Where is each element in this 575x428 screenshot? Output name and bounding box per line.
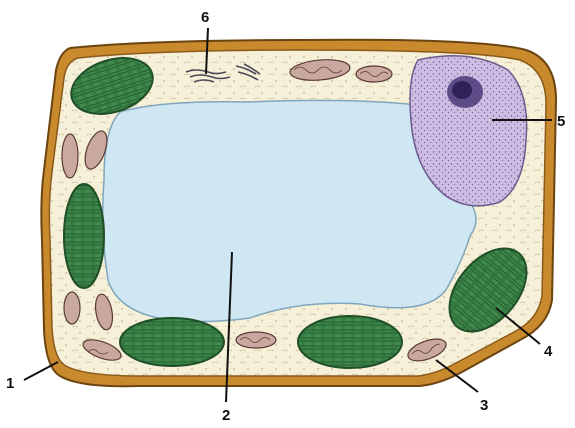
label-1: 1 xyxy=(6,375,14,392)
mitochondrion xyxy=(64,292,80,324)
label-3: 3 xyxy=(480,397,488,414)
mitochondrion xyxy=(62,134,78,178)
label-4: 4 xyxy=(544,343,553,360)
pointer-1 xyxy=(24,362,58,380)
label-2: 2 xyxy=(222,407,230,424)
chloroplast-left xyxy=(64,184,104,288)
mitochondrion xyxy=(356,66,392,82)
chloroplast-bottom-center xyxy=(298,316,402,368)
label-5: 5 xyxy=(557,113,565,130)
chloroplast-bottom-left xyxy=(120,318,224,366)
label-6: 6 xyxy=(201,9,209,26)
